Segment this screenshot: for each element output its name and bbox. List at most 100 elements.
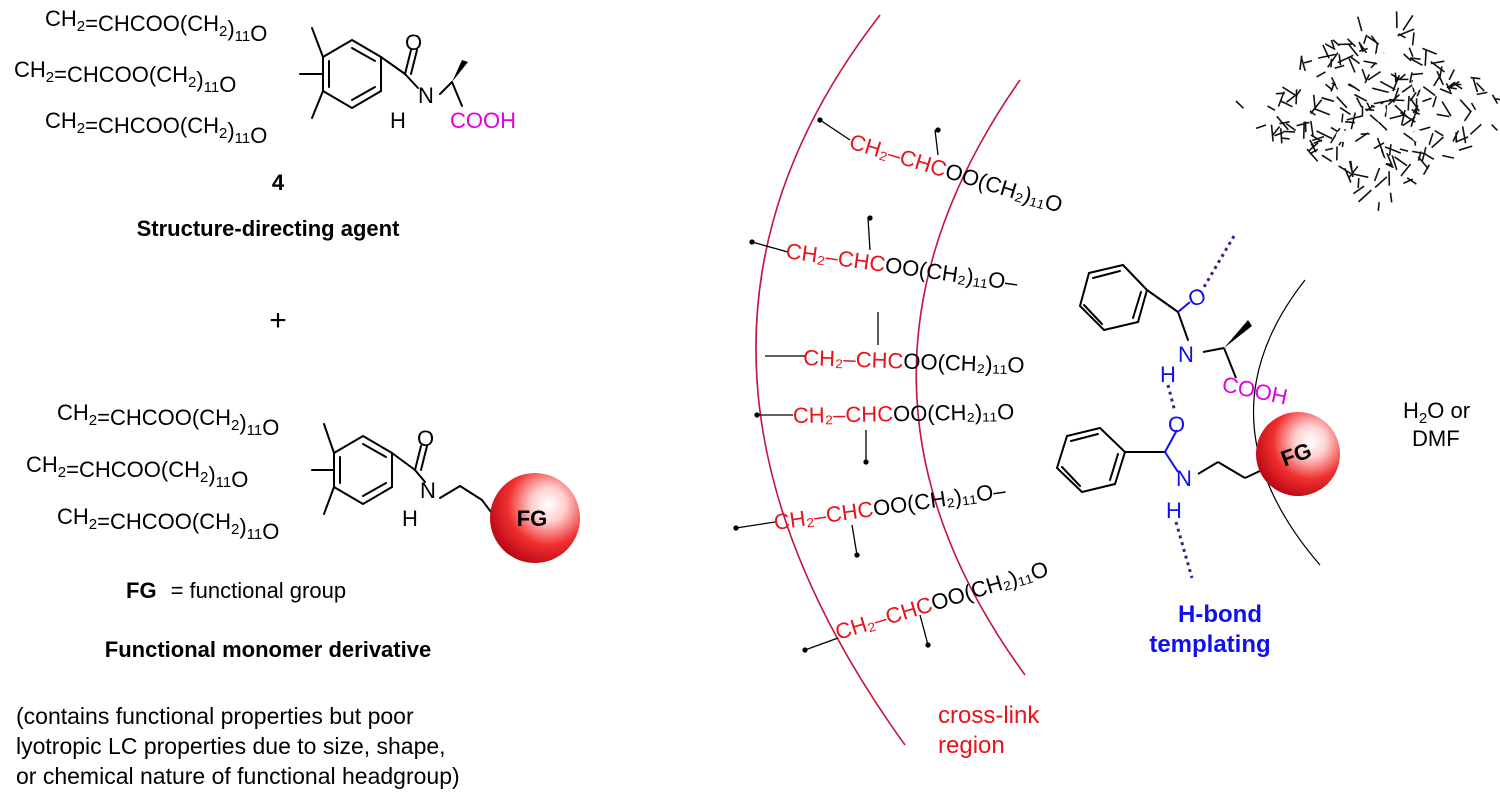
network-strand bbox=[1270, 124, 1274, 142]
network-strand bbox=[1417, 156, 1429, 170]
network-strand bbox=[1409, 72, 1413, 83]
network-strand bbox=[1386, 152, 1394, 167]
network-strand bbox=[1431, 136, 1445, 149]
network-strand bbox=[1439, 88, 1453, 95]
network-strand bbox=[1325, 147, 1334, 151]
network-strand bbox=[1384, 146, 1402, 154]
chain-label-2-red: CH₂–CHC bbox=[784, 238, 887, 277]
fm-note-line-2: lyotropic LC properties due to size, sha… bbox=[16, 733, 446, 759]
chain-label-5-red: CH₂–CHC bbox=[772, 496, 875, 535]
network-strand bbox=[1372, 87, 1389, 94]
network-strand bbox=[1363, 34, 1368, 44]
network-strand bbox=[1348, 165, 1359, 179]
network-strand bbox=[1472, 78, 1479, 93]
network-strand bbox=[1373, 142, 1385, 150]
network-strand bbox=[1392, 74, 1401, 92]
lower-n: N bbox=[1176, 466, 1192, 491]
network-strand bbox=[1358, 41, 1368, 54]
sda-benzene-ring bbox=[322, 38, 382, 110]
network-pore bbox=[1412, 130, 1424, 142]
network-strand bbox=[1255, 124, 1267, 130]
network-strand bbox=[1313, 139, 1323, 145]
network-strand bbox=[1316, 130, 1333, 140]
network-strand bbox=[1476, 82, 1485, 92]
chain-label-6: CH₂–CHCOO(CH₂)₁₁O bbox=[832, 556, 1051, 645]
hbond-label-1: H-bond bbox=[1178, 601, 1262, 628]
network-strand bbox=[1279, 121, 1290, 125]
chain-label-3: CH₂–CHCOO(CH₂)₁₁O bbox=[803, 345, 1025, 378]
network-pore bbox=[1336, 78, 1348, 90]
network-strand bbox=[1324, 43, 1336, 51]
fg-definition: FG= functional group bbox=[126, 578, 346, 603]
chain-label-4-red: CH₂–CHC bbox=[793, 401, 894, 428]
network-strand bbox=[1408, 47, 1414, 58]
mesophase-network bbox=[1235, 11, 1500, 211]
chain-label-4: CH₂–CHCOO(CH₂)₁₁O bbox=[793, 399, 1015, 428]
chain-label-5: CH₂–CHCOO(CH₂)₁₁O– bbox=[772, 478, 1008, 535]
network-strand bbox=[1428, 132, 1434, 145]
sda-caption: Structure-directing agent bbox=[137, 216, 400, 241]
network-strand bbox=[1347, 43, 1359, 57]
network-strand bbox=[1281, 137, 1290, 140]
network-strand bbox=[1388, 98, 1405, 102]
fm-carbonyl-o: O bbox=[417, 426, 434, 451]
network-strand bbox=[1446, 86, 1457, 90]
network-strand bbox=[1422, 97, 1432, 103]
network-strand bbox=[1377, 202, 1380, 211]
network-strand bbox=[1354, 132, 1369, 143]
network-strand bbox=[1271, 126, 1281, 137]
network-strand bbox=[1470, 76, 1481, 80]
network-strand bbox=[1309, 139, 1316, 148]
network-strand bbox=[1312, 94, 1317, 111]
network-pore bbox=[1298, 104, 1310, 116]
sda-chain-3: CH2=CHCOO(CH2)11O bbox=[45, 108, 267, 148]
network-strand bbox=[1296, 121, 1310, 127]
network-strand bbox=[1367, 71, 1381, 81]
fg-sphere bbox=[490, 473, 580, 563]
network-strand bbox=[1346, 38, 1357, 48]
network-strand bbox=[1316, 71, 1326, 78]
network-strand bbox=[1279, 99, 1293, 108]
network-strand bbox=[1406, 177, 1417, 185]
network-strand bbox=[1350, 112, 1357, 130]
upper-benzene bbox=[1078, 263, 1179, 332]
network-strand bbox=[1366, 102, 1372, 112]
network-strand bbox=[1409, 97, 1420, 112]
network-strand bbox=[1424, 49, 1427, 66]
network-strand bbox=[1401, 83, 1414, 93]
chain-labels: CH₂–CHCOO(CH₂)₁₁O CH₂–CHCOO(CH₂)₁₁O– CH₂… bbox=[772, 129, 1065, 645]
network-strand bbox=[1400, 163, 1412, 177]
fm-h: H bbox=[402, 506, 418, 531]
network-strand bbox=[1306, 148, 1319, 162]
upper-h: H bbox=[1160, 362, 1176, 387]
network-strand bbox=[1330, 39, 1335, 49]
network-strand bbox=[1389, 192, 1393, 203]
network-strand bbox=[1392, 87, 1400, 103]
fg-sphere-label: FG bbox=[517, 506, 548, 531]
network-strand bbox=[1410, 57, 1421, 60]
network-strand bbox=[1461, 126, 1467, 144]
compound-number: 4 bbox=[272, 170, 285, 195]
network-strand bbox=[1235, 100, 1245, 109]
fm-note-line-3: or chemical nature of functional headgro… bbox=[16, 763, 460, 789]
network-strand bbox=[1338, 165, 1352, 175]
crosslink-arc-inner bbox=[915, 79, 1026, 676]
network-strand bbox=[1354, 93, 1368, 102]
lower-amide: O N H bbox=[1164, 412, 1263, 523]
network-pore bbox=[1374, 156, 1386, 168]
polymer-tethers bbox=[733, 117, 941, 653]
network-strand bbox=[1369, 114, 1379, 123]
fm-chain-2: CH2=CHCOO(CH2)11O bbox=[26, 452, 248, 492]
network-strand bbox=[1281, 86, 1298, 98]
crosslink-label-2: region bbox=[938, 732, 1005, 759]
network-strand bbox=[1361, 68, 1367, 80]
network-strand bbox=[1390, 73, 1399, 79]
network-strand bbox=[1377, 121, 1388, 131]
network-strand bbox=[1324, 83, 1334, 91]
fm-note-line-1: (contains functional properties but poor bbox=[16, 703, 414, 729]
network-strand bbox=[1412, 104, 1419, 114]
upper-n: N bbox=[1178, 342, 1194, 367]
network-strand bbox=[1314, 108, 1331, 116]
network-strand bbox=[1303, 60, 1313, 64]
